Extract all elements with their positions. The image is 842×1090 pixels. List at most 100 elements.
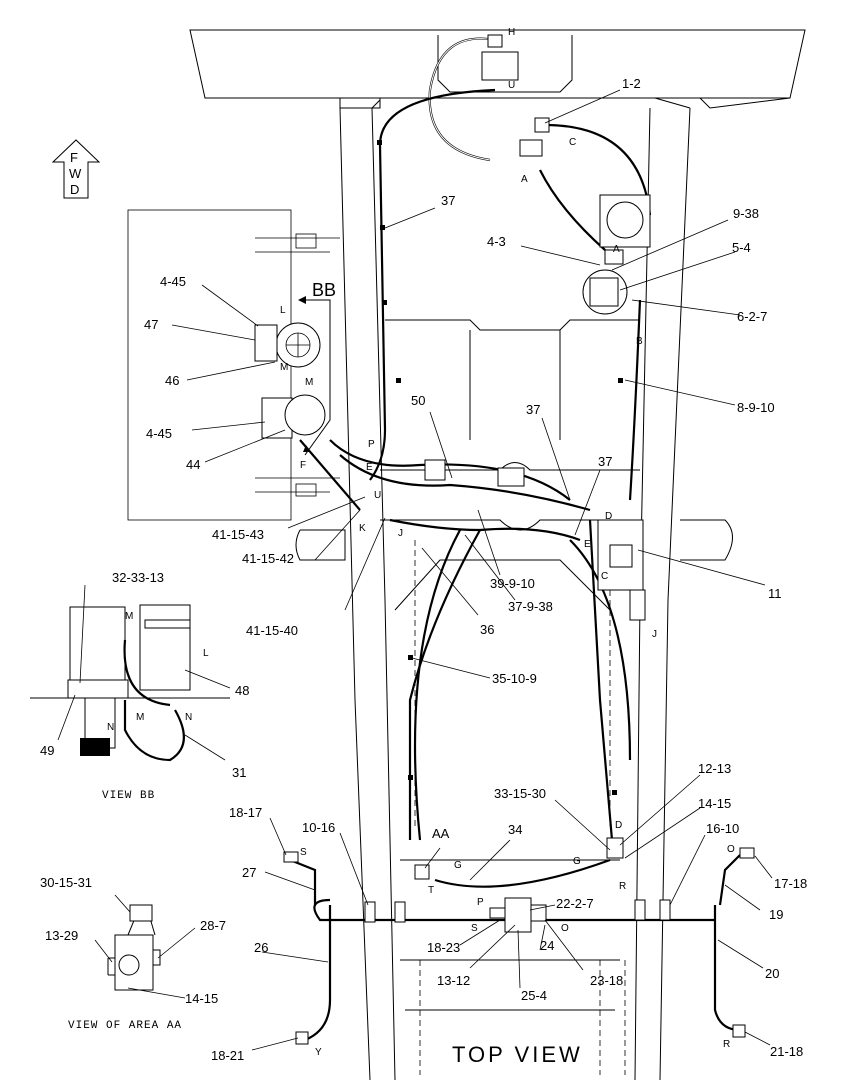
fwd-letters: F W D — [69, 150, 82, 197]
connection-letter: A — [613, 244, 620, 255]
part-callout: 37-9-38 — [508, 599, 553, 614]
connection-letter: M — [125, 611, 133, 622]
connection-letter: K — [359, 523, 366, 534]
part-callout: 19 — [769, 907, 783, 922]
connection-letter: N — [107, 722, 114, 733]
svg-text:F: F — [70, 150, 78, 165]
connection-letter: A — [521, 174, 528, 185]
part-callout: 14-15 — [185, 991, 218, 1006]
connection-letter: P — [477, 897, 484, 908]
connection-letter: M — [136, 712, 144, 723]
part-callout: 35-10-9 — [492, 671, 537, 686]
part-callout: 8-9-10 — [737, 400, 775, 415]
view-area-aa-inset — [107, 904, 161, 991]
part-callout: 17-18 — [774, 876, 807, 891]
connection-letter: O — [561, 923, 569, 934]
part-callout: 37 — [526, 402, 540, 417]
connection-letter: J — [652, 629, 657, 640]
connection-letter: R — [723, 1039, 730, 1050]
part-callout: 50 — [411, 393, 425, 408]
connection-letter: E — [366, 462, 373, 473]
part-callout: 36 — [480, 622, 494, 637]
connection-letter: G — [573, 856, 581, 867]
part-callout: 12-13 — [698, 761, 731, 776]
title-labels: TOP VIEW VIEW BB VIEW OF AREA AA — [68, 790, 580, 1067]
part-callout: 49 — [40, 743, 54, 758]
part-callout: 22-2-7 — [556, 896, 594, 911]
connection-letter: N — [185, 712, 192, 723]
connection-letter: P — [368, 439, 375, 450]
part-callout: 24 — [540, 938, 554, 953]
part-callout: 33-15-30 — [494, 786, 546, 801]
svg-text:BB: BB — [312, 280, 336, 300]
part-callout: 1-2 — [622, 76, 641, 91]
connection-letter: Y — [315, 1047, 322, 1058]
hose-routing — [289, 37, 741, 1042]
part-callout: 20 — [765, 966, 779, 981]
connection-letter: C — [569, 137, 576, 148]
connection-letter: G — [454, 860, 462, 871]
part-callout: 32-33-13 — [112, 570, 164, 585]
part-callout: 16-10 — [706, 821, 739, 836]
part-callout: 37 — [598, 454, 612, 469]
connection-letter: H — [508, 27, 515, 38]
view-bb-label: VIEW BB — [102, 790, 155, 802]
components — [254, 34, 755, 1045]
connection-letter: U — [508, 80, 515, 91]
part-callout: 18-23 — [427, 940, 460, 955]
part-callout: 48 — [235, 683, 249, 698]
part-callout: 18-21 — [211, 1048, 244, 1063]
machine-frame-outline — [189, 29, 806, 1081]
connection-letter: D — [615, 820, 622, 831]
connection-letter: M — [280, 362, 288, 373]
connection-letter: C — [601, 571, 608, 582]
connection-letter: S — [471, 923, 478, 934]
connection-letter: U — [374, 490, 381, 501]
view-bb-inset — [30, 604, 230, 762]
part-callout: 23-18 — [590, 973, 623, 988]
leader-lines — [57, 89, 773, 1051]
connection-letter: D — [605, 511, 612, 522]
part-callout: 37 — [441, 193, 455, 208]
connection-letter: J — [398, 528, 403, 539]
part-callout: 4-45 — [160, 274, 186, 289]
connection-letter: E — [584, 539, 591, 550]
part-callout: 25-4 — [521, 988, 547, 1003]
part-callout: 27 — [242, 865, 256, 880]
svg-text:W: W — [69, 166, 82, 181]
part-callout: 9-38 — [733, 206, 759, 221]
part-callout: 13-29 — [45, 928, 78, 943]
part-callout: 30-15-31 — [40, 875, 92, 890]
connection-letter: M — [305, 377, 313, 388]
part-callout: 44 — [186, 457, 200, 472]
part-callout: 41-15-43 — [212, 527, 264, 542]
part-callout: 4-3 — [487, 234, 506, 249]
view-area-aa-label: VIEW OF AREA AA — [68, 1020, 182, 1032]
part-callout: 5-4 — [732, 240, 751, 255]
part-callout: 14-15 — [698, 796, 731, 811]
section-marker-bb: BB — [298, 280, 336, 456]
part-callouts: 1-2374-39-385-46-2-78-9-104-4547464-4544… — [40, 76, 807, 1063]
part-callout: 4-45 — [146, 426, 172, 441]
part-callout: 13-12 — [437, 973, 470, 988]
part-callout: 46 — [165, 373, 179, 388]
part-callout: 47 — [144, 317, 158, 332]
part-callout: 21-18 — [770, 1044, 803, 1059]
part-callout: 18-17 — [229, 805, 262, 820]
part-callout: 28-7 — [200, 918, 226, 933]
connection-letter: B — [636, 336, 643, 347]
part-callout: AA — [432, 826, 450, 841]
part-callout: 41-15-40 — [246, 623, 298, 638]
fwd-arrow-icon — [51, 139, 101, 199]
connection-letter: L — [203, 648, 209, 659]
connection-letter: S — [300, 847, 307, 858]
connection-letter: L — [280, 305, 286, 316]
connection-letter: F — [300, 460, 306, 471]
part-callout: 11 — [768, 586, 782, 601]
part-callout: 34 — [508, 822, 522, 837]
part-callout: 26 — [254, 940, 268, 955]
connection-letter: T — [428, 885, 434, 896]
